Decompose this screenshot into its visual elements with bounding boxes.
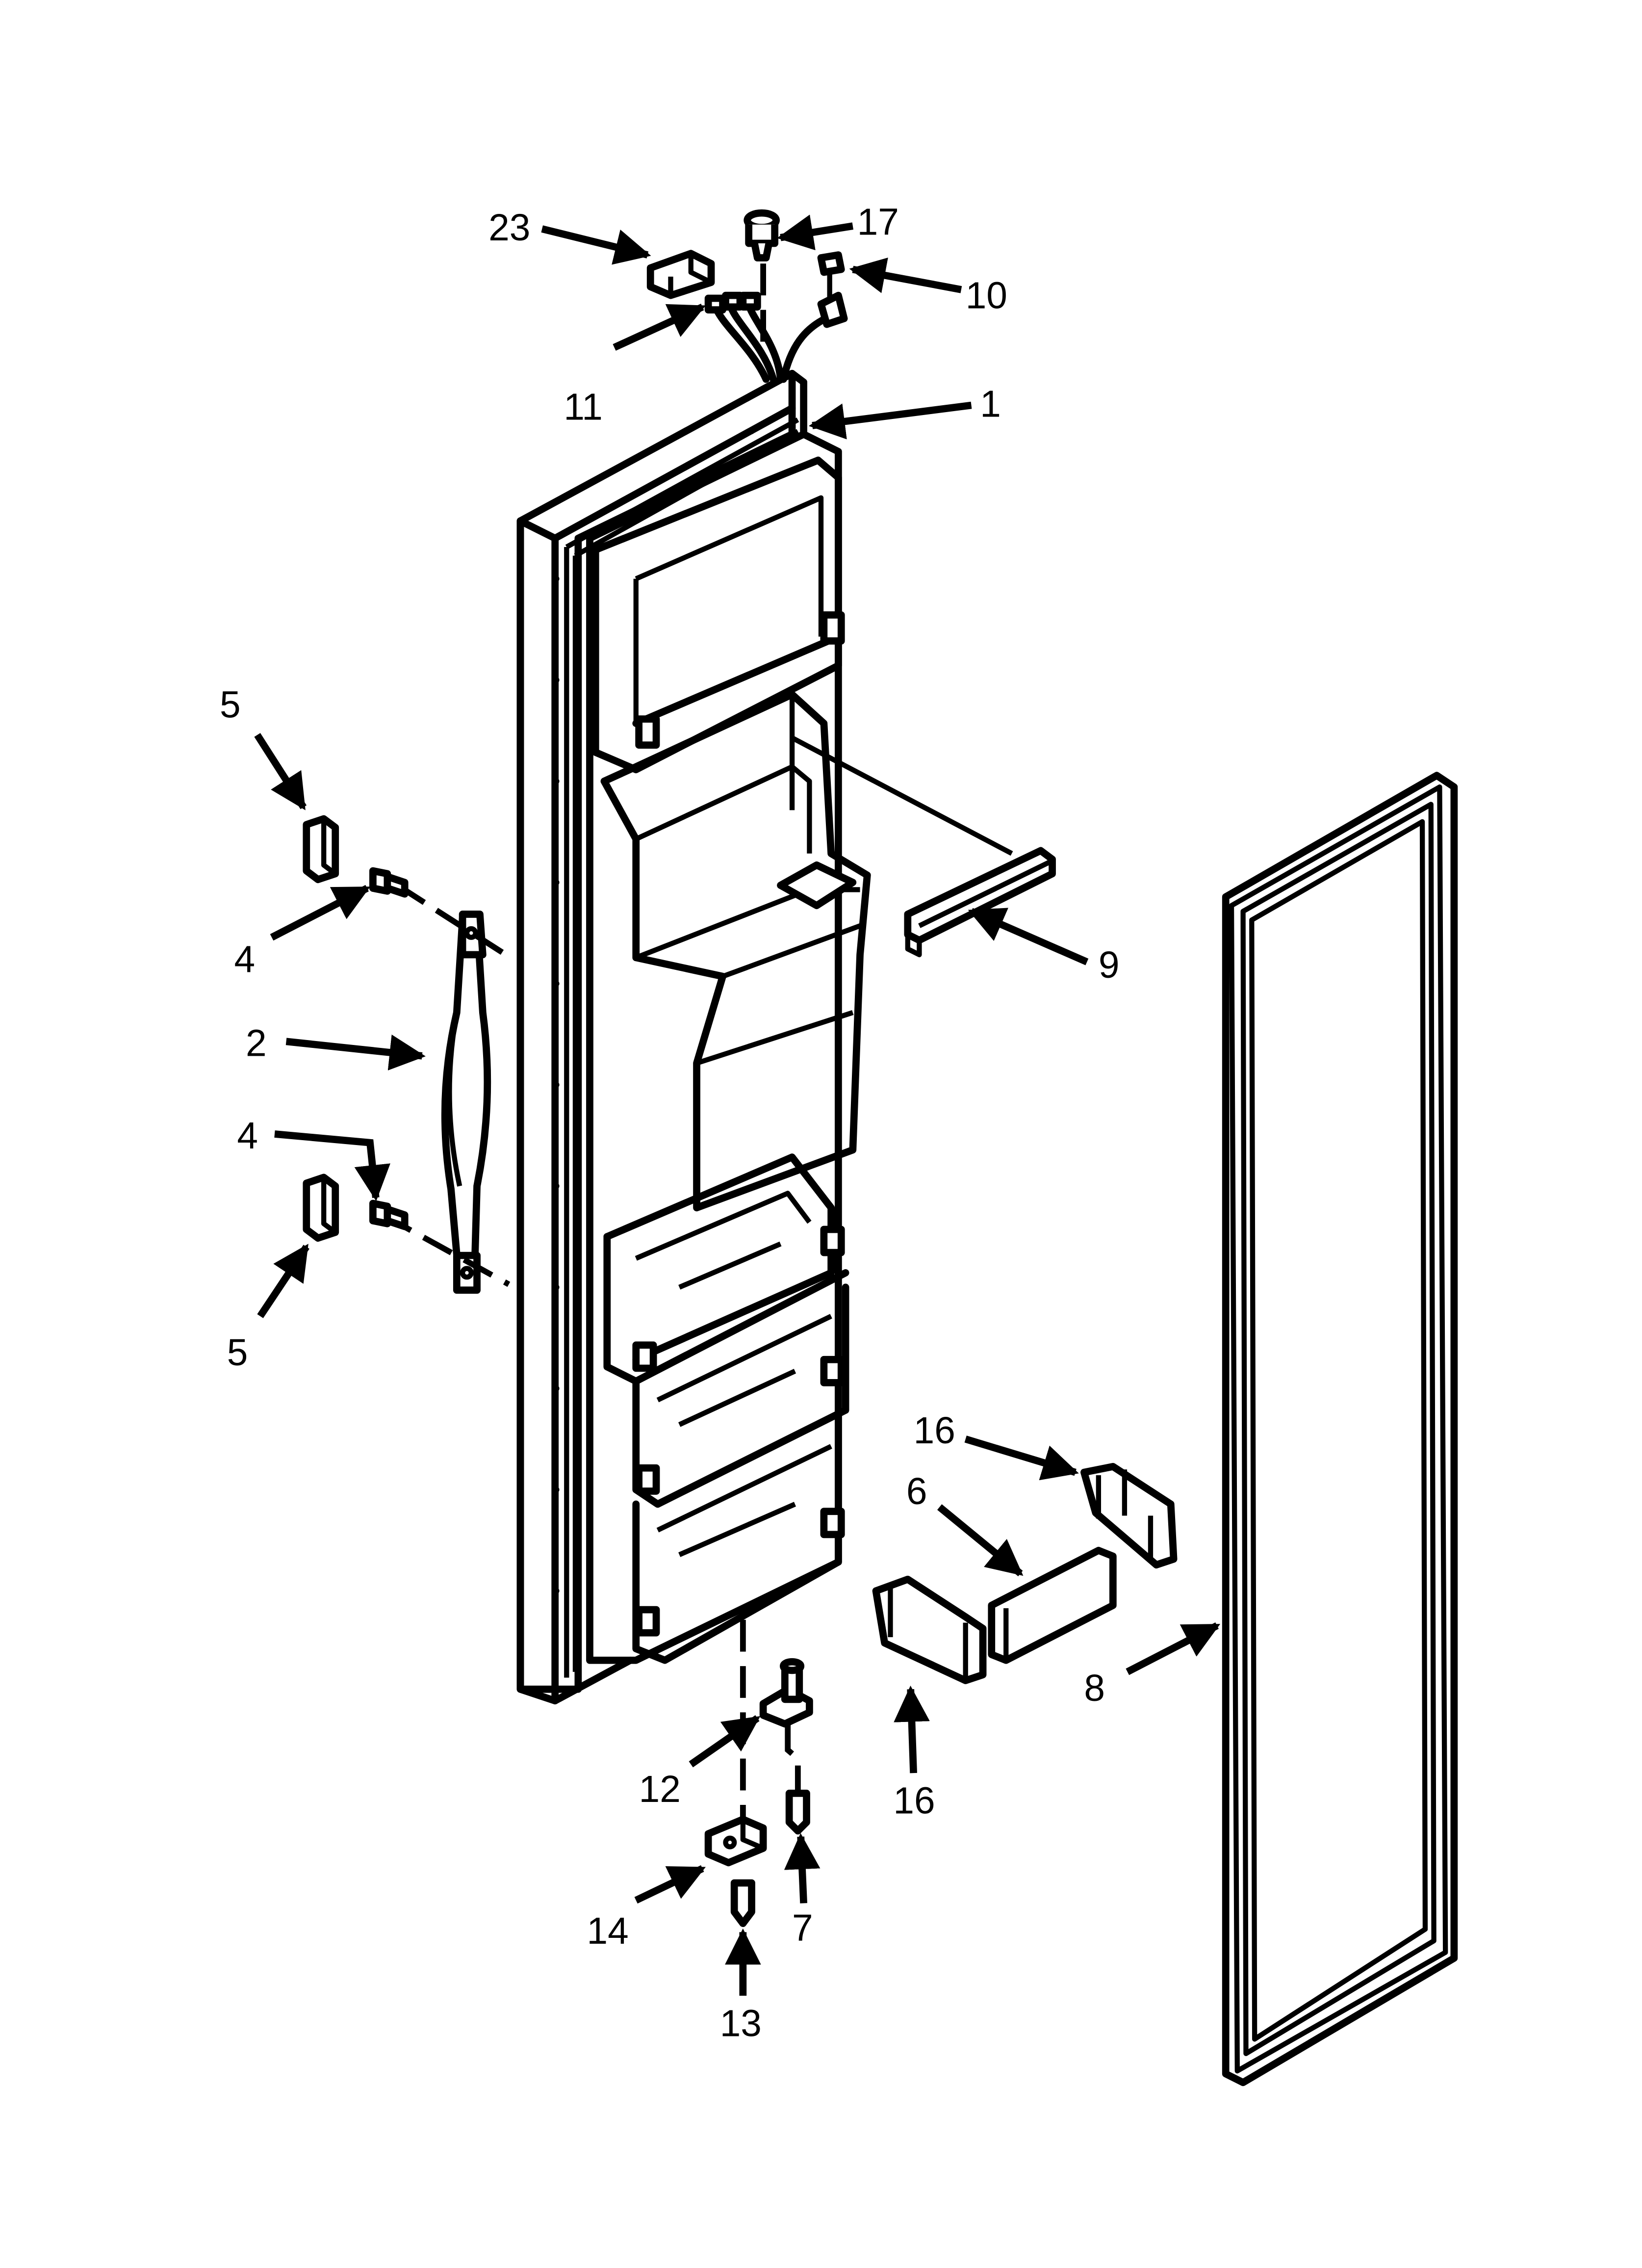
- light-socket: [744, 209, 780, 261]
- callout-11: 11: [564, 387, 603, 428]
- dispenser-trim: [904, 847, 1056, 958]
- door-shelf-lower-2: [632, 1283, 849, 1508]
- handle-cap-upper: [303, 815, 339, 884]
- callout-5-upper: 5: [220, 684, 241, 726]
- hinge-bracket: [759, 1658, 813, 1728]
- callout-2: 2: [246, 1022, 267, 1064]
- door-shelf-lower-1: [603, 1153, 849, 1385]
- handle-screw-upper: [369, 867, 409, 898]
- callout-10: 10: [966, 275, 1007, 317]
- dispenser-recess: [600, 691, 871, 1212]
- callout-16-upper: 16: [914, 1410, 955, 1452]
- callout-13: 13: [720, 2003, 762, 2045]
- callout-17: 17: [857, 201, 899, 243]
- bin-panel: [988, 1546, 1117, 1664]
- flange-screw-dots: [553, 428, 755, 1594]
- callout-16-lower: 16: [893, 1780, 935, 1822]
- callout-14: 14: [587, 1910, 629, 1952]
- hinge-block: [704, 1816, 767, 1867]
- door-gasket: [1222, 772, 1458, 2086]
- callout-23: 23: [488, 207, 530, 249]
- bin-end-cap-lower: [872, 1575, 987, 1684]
- hinge-screw-13: [730, 1879, 755, 1928]
- handle-cap-lower: [303, 1173, 339, 1242]
- callout-7: 7: [792, 1907, 813, 1949]
- callout-labels: 23 17 10 11 1 5 4 2 4 5 9 16 6 8 16 12 1…: [220, 201, 1119, 2044]
- callout-5-lower: 5: [227, 1332, 248, 1374]
- callout-9: 9: [1099, 944, 1120, 986]
- door-handle: [441, 911, 491, 1294]
- hinge-screw-7: [785, 1790, 810, 1835]
- callout-4-upper: 4: [234, 938, 255, 980]
- handle-screw-lower: [369, 1199, 409, 1230]
- screw-10: [817, 251, 848, 328]
- callout-1: 1: [980, 384, 1001, 425]
- wire-connector: [646, 250, 715, 299]
- callout-4-lower: 4: [237, 1115, 258, 1157]
- wire-harness: [704, 291, 835, 383]
- door-assembly: [516, 369, 871, 1705]
- door-shelf-lower-3: [632, 1407, 845, 1664]
- callout-6: 6: [906, 1471, 927, 1512]
- bin-end-cap-upper: [1080, 1462, 1178, 1569]
- door-shelf-top: [591, 456, 845, 774]
- callout-12: 12: [639, 1769, 681, 1810]
- callout-8: 8: [1084, 1668, 1105, 1709]
- leader-lines: [254, 214, 1221, 1996]
